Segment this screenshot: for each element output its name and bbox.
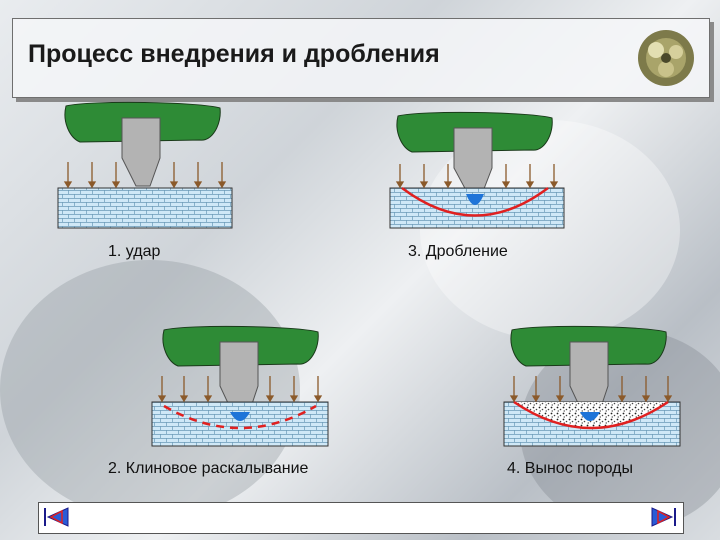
drill-bit-logo [634,26,698,90]
panel-caption-rock-removal: 4. Вынос породы [507,460,633,478]
diagram-panel-crushing [382,108,572,238]
tooth [454,128,492,194]
page-title: Процесс внедрения и дробления [28,40,440,69]
panel-caption-wedge-splitting: 2. Клиновое раскалывание [108,460,308,478]
panel-caption-crushing: 3. Дробление [408,243,508,261]
panel-caption-impact: 1. удар [108,243,160,261]
navigation-bar [38,502,684,534]
rock-block [58,188,232,228]
prev-arrow-icon[interactable] [42,506,72,528]
diagram-panel-rock-removal [496,322,686,452]
diagram-panel-wedge-splitting [148,322,338,452]
rock-block [152,402,328,446]
diagram-panel-impact [50,98,240,233]
tooth [122,118,160,186]
next-arrow-icon[interactable] [648,506,678,528]
